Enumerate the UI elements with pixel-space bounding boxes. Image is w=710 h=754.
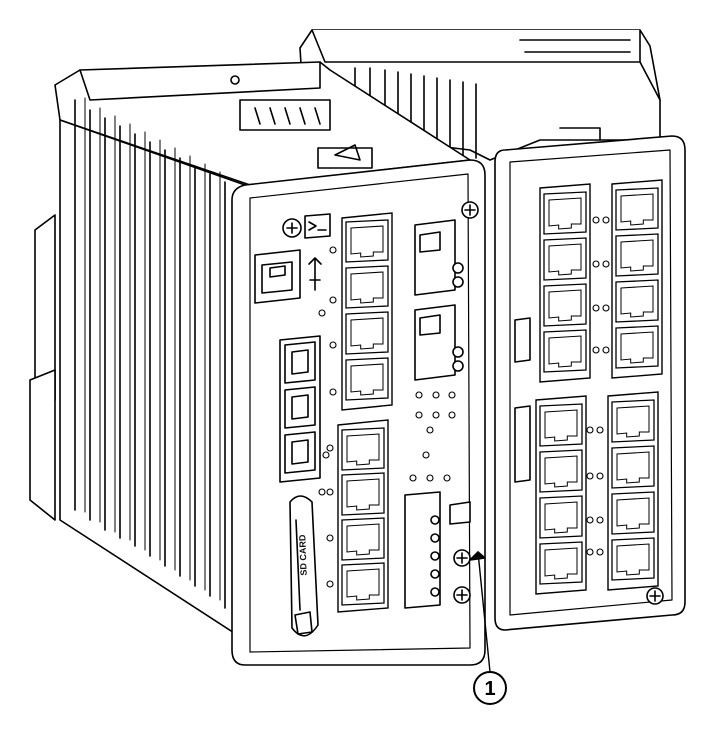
- status-led: [602, 346, 610, 354]
- module-rj45-port-jack: [544, 455, 578, 488]
- status-led: [329, 388, 337, 396]
- module-rj45-port-jack: [620, 239, 654, 272]
- status-led: [586, 426, 594, 434]
- status-led: [318, 488, 326, 496]
- status-led: [592, 260, 600, 268]
- callout-leader: [477, 551, 491, 673]
- status-led: [592, 304, 600, 312]
- status-led: [426, 426, 434, 434]
- status-led: [596, 516, 604, 524]
- status-led: [326, 444, 334, 452]
- status-led: [422, 451, 430, 459]
- main-lower-rj45-port-jack: [346, 478, 380, 511]
- module-rj45-port-jack: [616, 451, 650, 484]
- status-led: [432, 391, 440, 399]
- module-rj45-port-jack: [548, 197, 582, 230]
- main-upper-rj45-port-jack: [350, 317, 384, 350]
- power-connectors: [414, 219, 464, 381]
- module-rj45-port-jack: [548, 335, 582, 368]
- rj45-ports: [337, 179, 663, 613]
- module-rj45-port-jack: [548, 243, 582, 276]
- status-led: [592, 346, 600, 354]
- status-led: [443, 474, 451, 482]
- status-led: [596, 426, 604, 434]
- status-led: [322, 451, 330, 459]
- status-led: [329, 246, 337, 254]
- status-led: [448, 391, 456, 399]
- main-upper-rj45-port-jack: [350, 225, 384, 258]
- status-led: [586, 472, 594, 480]
- status-led: [602, 304, 610, 312]
- status-led: [329, 296, 337, 304]
- status-led: [432, 411, 440, 419]
- status-led: [586, 548, 594, 556]
- main-lower-rj45-port-jack: [346, 523, 380, 556]
- heatsink-fins: [29, 97, 246, 641]
- status-led: [602, 216, 610, 224]
- main-lower-rj45-port-jack: [346, 433, 380, 466]
- main-upper-rj45-port-jack: [350, 363, 384, 396]
- sd-card-slot: [289, 495, 319, 637]
- alarm-connector: [404, 491, 471, 609]
- status-led: [586, 516, 594, 524]
- callout-number: 1: [484, 678, 495, 700]
- console-area: [254, 213, 331, 304]
- status-led: [448, 411, 456, 419]
- status-led: [409, 474, 417, 482]
- main-upper-rj45-port-jack: [350, 271, 384, 304]
- module-rj45-port-jack: [620, 193, 654, 226]
- status-led: [326, 580, 334, 588]
- status-leds: [318, 216, 610, 588]
- status-led: [326, 488, 334, 496]
- callout-arrowhead: [469, 551, 486, 561]
- status-led: [318, 309, 326, 317]
- status-led: [415, 411, 423, 419]
- module-rj45-port-jack: [616, 543, 650, 576]
- module-rj45-port-jack: [544, 501, 578, 534]
- status-led: [329, 341, 337, 349]
- status-led: [415, 391, 423, 399]
- status-led: [596, 548, 604, 556]
- module-rj45-port-jack: [616, 497, 650, 530]
- status-led: [596, 472, 604, 480]
- module-rj45-port-jack: [620, 285, 654, 318]
- module-rj45-port-jack: [548, 289, 582, 322]
- status-led: [602, 260, 610, 268]
- status-led: [426, 474, 434, 482]
- sfp-ports: [279, 335, 321, 483]
- module-rj45-port-jack: [620, 331, 654, 364]
- callout-circle: [473, 671, 507, 705]
- sd-card-label: SD CARD: [297, 534, 308, 576]
- module-rj45-port-jack: [544, 409, 578, 442]
- status-led: [326, 534, 334, 542]
- module-rj45-port-jack: [616, 405, 650, 438]
- module-rj45-port-jack: [544, 547, 578, 580]
- status-led: [592, 216, 600, 224]
- main-lower-rj45-port-jack: [346, 568, 380, 601]
